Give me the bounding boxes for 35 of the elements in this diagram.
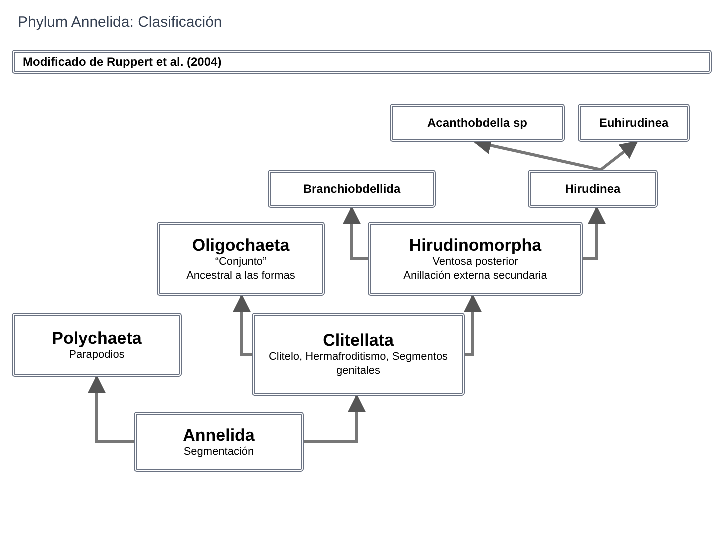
taxon-name: Acanthobdella sp <box>427 115 528 132</box>
taxon-trait: Anillación externa secundaria <box>404 270 548 284</box>
taxon-name: Annelida <box>183 424 255 446</box>
taxon-trait: Segmentación <box>184 446 254 460</box>
taxon-name: Euhirudinea <box>599 115 669 132</box>
taxon-name: Branchiobdellida <box>303 181 401 198</box>
taxon-name: Modificado de Ruppert et al. (2004) <box>23 54 222 71</box>
connector-arrow <box>464 294 482 356</box>
taxon-name: Hirudinomorpha <box>409 234 542 256</box>
taxon-name: Hirudinea <box>565 181 621 198</box>
connector-arrow <box>304 394 366 444</box>
taxon-trait: Ancestral a las formas <box>186 270 296 284</box>
taxon-name: Clitellata <box>323 330 394 352</box>
taxon-trait: Parapodios <box>69 348 125 362</box>
taxon-box <box>390 104 565 142</box>
taxon-box <box>134 412 304 472</box>
taxon-trait: Ventosa posterior <box>432 256 518 270</box>
page-title: Phylum Annelida: Clasificación <box>18 13 222 33</box>
connector-arrow <box>600 140 638 172</box>
taxon-box <box>578 104 690 142</box>
taxon-box <box>268 170 436 208</box>
taxon-trait: Clitelo, Hermafroditismo, Segmentos genitales <box>268 351 450 379</box>
taxon-name: Polychaeta <box>52 328 142 349</box>
connector-arrow <box>88 375 134 444</box>
connector-arrow <box>343 206 368 260</box>
taxon-box <box>12 313 182 377</box>
taxon-box <box>157 222 325 296</box>
taxon-box <box>368 222 583 296</box>
connector-arrow <box>233 294 252 356</box>
source-bar <box>12 50 712 74</box>
connector-arrow <box>583 206 606 260</box>
taxon-trait: “Conjunto” <box>215 256 267 270</box>
taxon-box <box>252 313 465 396</box>
taxon-box <box>528 170 658 208</box>
taxon-name: Oligochaeta <box>192 234 290 256</box>
